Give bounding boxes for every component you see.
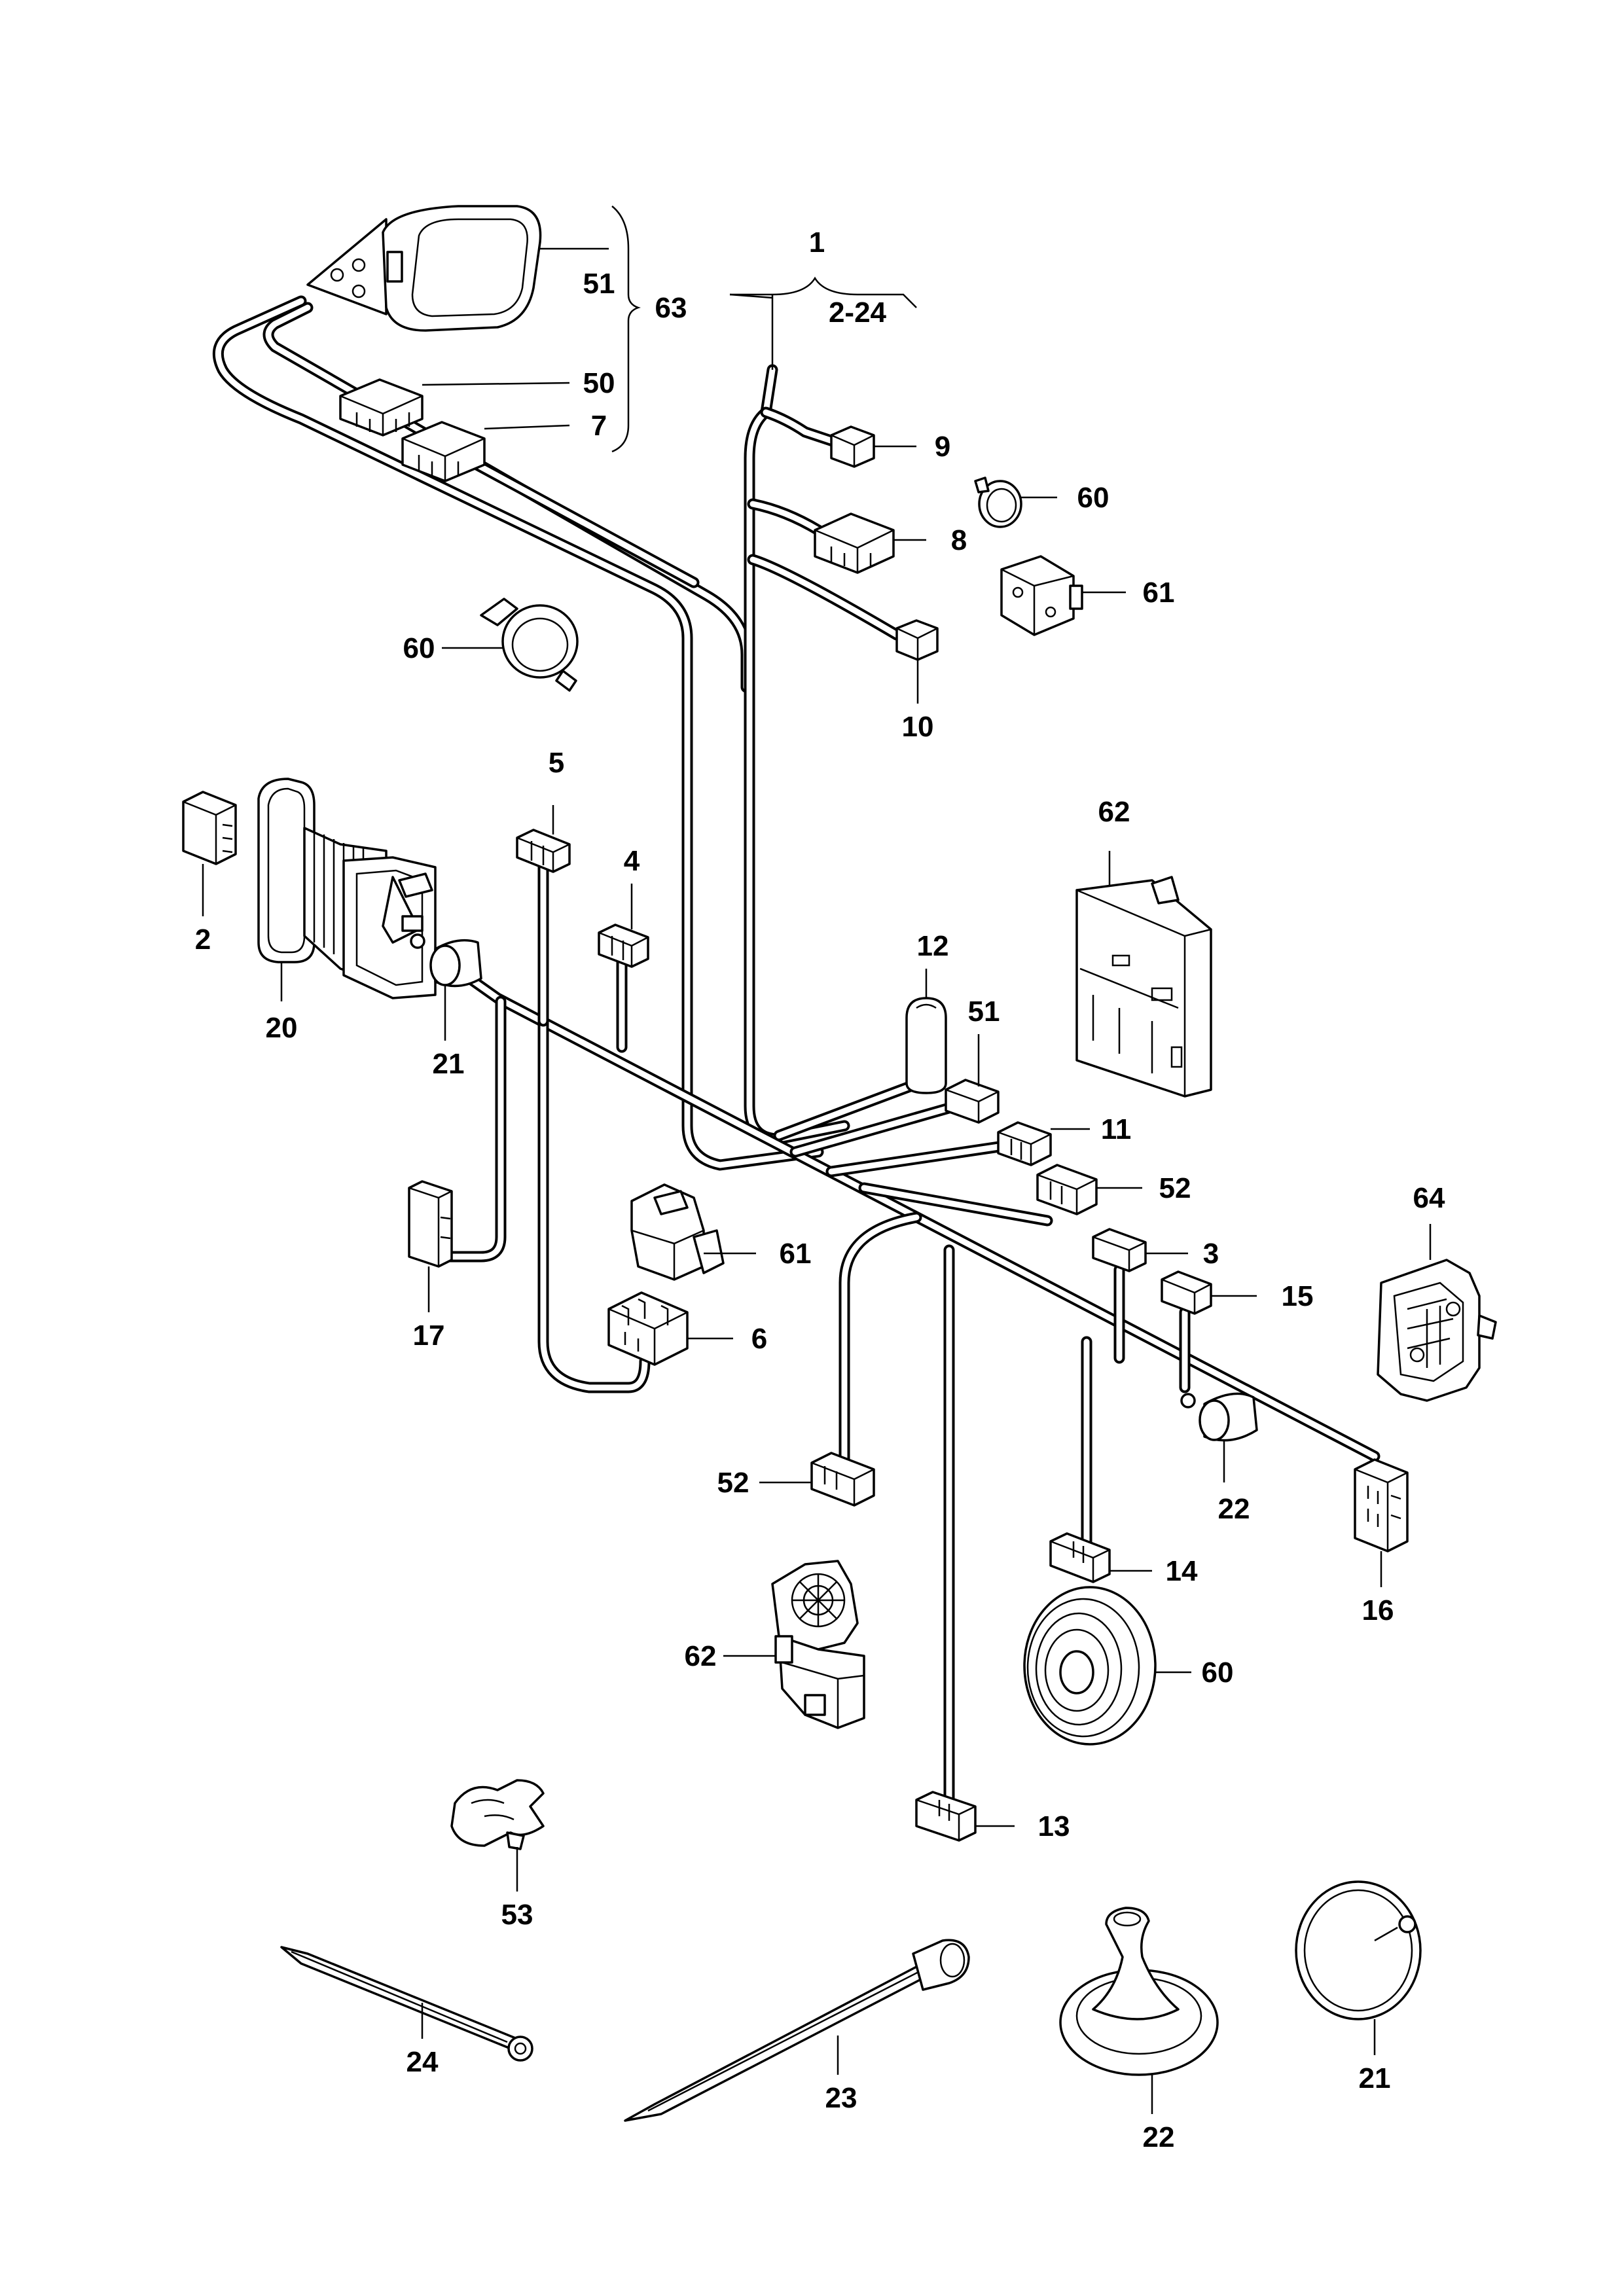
- cable-tie-23-part: [624, 1939, 970, 2122]
- label-60-b: 60: [403, 632, 435, 664]
- label-21-b: 21: [1359, 2062, 1391, 2094]
- wiring-harness: [212, 295, 1380, 1812]
- callout-labels: 1 2-24 51 63 50 7 9 60 8 61 60 10 5 62 4…: [195, 226, 1445, 2153]
- label-61-a: 61: [1143, 577, 1175, 609]
- speaker-60-left-part: [480, 598, 579, 692]
- connector-9-part: [830, 425, 875, 468]
- switch-61-top-part: [1000, 555, 1083, 636]
- label-50: 50: [583, 367, 615, 399]
- connector-52-middle-part: [1036, 1164, 1098, 1215]
- label-14: 14: [1166, 1555, 1198, 1587]
- label-63: 63: [655, 292, 687, 324]
- connector-4-part: [598, 924, 649, 968]
- window-motor-62-part: [771, 1560, 865, 1729]
- label-20: 20: [266, 1012, 298, 1044]
- label-16: 16: [1362, 1594, 1394, 1626]
- connector-50-part: [339, 378, 424, 437]
- grommet-21-lower-part: [1295, 1880, 1422, 2020]
- connector-15-part: [1161, 1270, 1212, 1315]
- connector-52-lower-part: [810, 1452, 875, 1507]
- connector-8-part: [814, 512, 895, 574]
- connector-2-part: [182, 791, 237, 865]
- connector-17-part: [408, 1180, 453, 1268]
- connector-13-part: [915, 1791, 977, 1842]
- grommet-22-harness-part: [1180, 1392, 1258, 1442]
- switch-61-middle-part: [630, 1183, 725, 1281]
- label-60-a: 60: [1077, 482, 1110, 514]
- connector-51-middle-part: [945, 1079, 1000, 1124]
- label-7: 7: [591, 410, 607, 442]
- connector-6-part: [607, 1291, 689, 1366]
- label-62-a: 62: [1098, 796, 1130, 828]
- exterior-mirror-part: [306, 205, 542, 332]
- connector-10-part: [895, 619, 939, 661]
- rubber-boot-20-part: [257, 778, 437, 999]
- connector-16-part: [1354, 1458, 1409, 1552]
- connector-14-part: [1049, 1532, 1111, 1583]
- connector-5-part: [516, 829, 571, 873]
- label-51-top: 51: [583, 268, 615, 300]
- label-15: 15: [1282, 1280, 1314, 1312]
- label-2: 2: [195, 924, 211, 956]
- label-22-a: 22: [1218, 1493, 1250, 1525]
- connector-11-part: [997, 1121, 1052, 1166]
- label-61-b: 61: [780, 1238, 812, 1270]
- label-6: 6: [751, 1323, 767, 1355]
- speaker-60-lower-part: [1023, 1586, 1157, 1746]
- label-52-a: 52: [1159, 1172, 1191, 1204]
- label-2-24: 2-24: [829, 296, 887, 329]
- door-lock-64-part: [1377, 1259, 1497, 1402]
- label-10: 10: [902, 711, 934, 743]
- grommet-21-harness-part: [410, 933, 482, 988]
- grommet-22-lower-part: [1059, 1907, 1219, 2076]
- label-24: 24: [406, 2046, 439, 2078]
- label-64: 64: [1413, 1182, 1445, 1214]
- label-1: 1: [809, 226, 825, 259]
- leader-lines: [202, 206, 1432, 2114]
- label-17: 17: [413, 1319, 445, 1352]
- label-8: 8: [951, 524, 967, 556]
- label-22-b: 22: [1143, 2121, 1175, 2153]
- label-3: 3: [1203, 1238, 1219, 1270]
- label-60-c: 60: [1202, 1657, 1234, 1689]
- label-5: 5: [549, 747, 564, 779]
- connector-3-part: [1092, 1228, 1147, 1272]
- clip-53-part: [450, 1779, 545, 1850]
- label-9: 9: [935, 431, 950, 463]
- label-52-b: 52: [717, 1467, 749, 1499]
- label-23: 23: [825, 2082, 857, 2114]
- plug-12-part: [905, 997, 947, 1094]
- cable-tie-24-part: [280, 1946, 533, 2062]
- tweeter-60-top-part: [974, 476, 1022, 528]
- label-11: 11: [1101, 1113, 1132, 1145]
- label-13: 13: [1038, 1810, 1070, 1842]
- label-51-middle: 51: [968, 996, 1000, 1028]
- label-62-b: 62: [685, 1640, 717, 1672]
- control-unit-62-part: [1075, 876, 1212, 1098]
- label-53: 53: [501, 1899, 533, 1931]
- connector-7-part: [401, 421, 486, 482]
- label-21-a: 21: [433, 1048, 465, 1080]
- label-12: 12: [917, 930, 949, 962]
- label-4: 4: [624, 845, 640, 877]
